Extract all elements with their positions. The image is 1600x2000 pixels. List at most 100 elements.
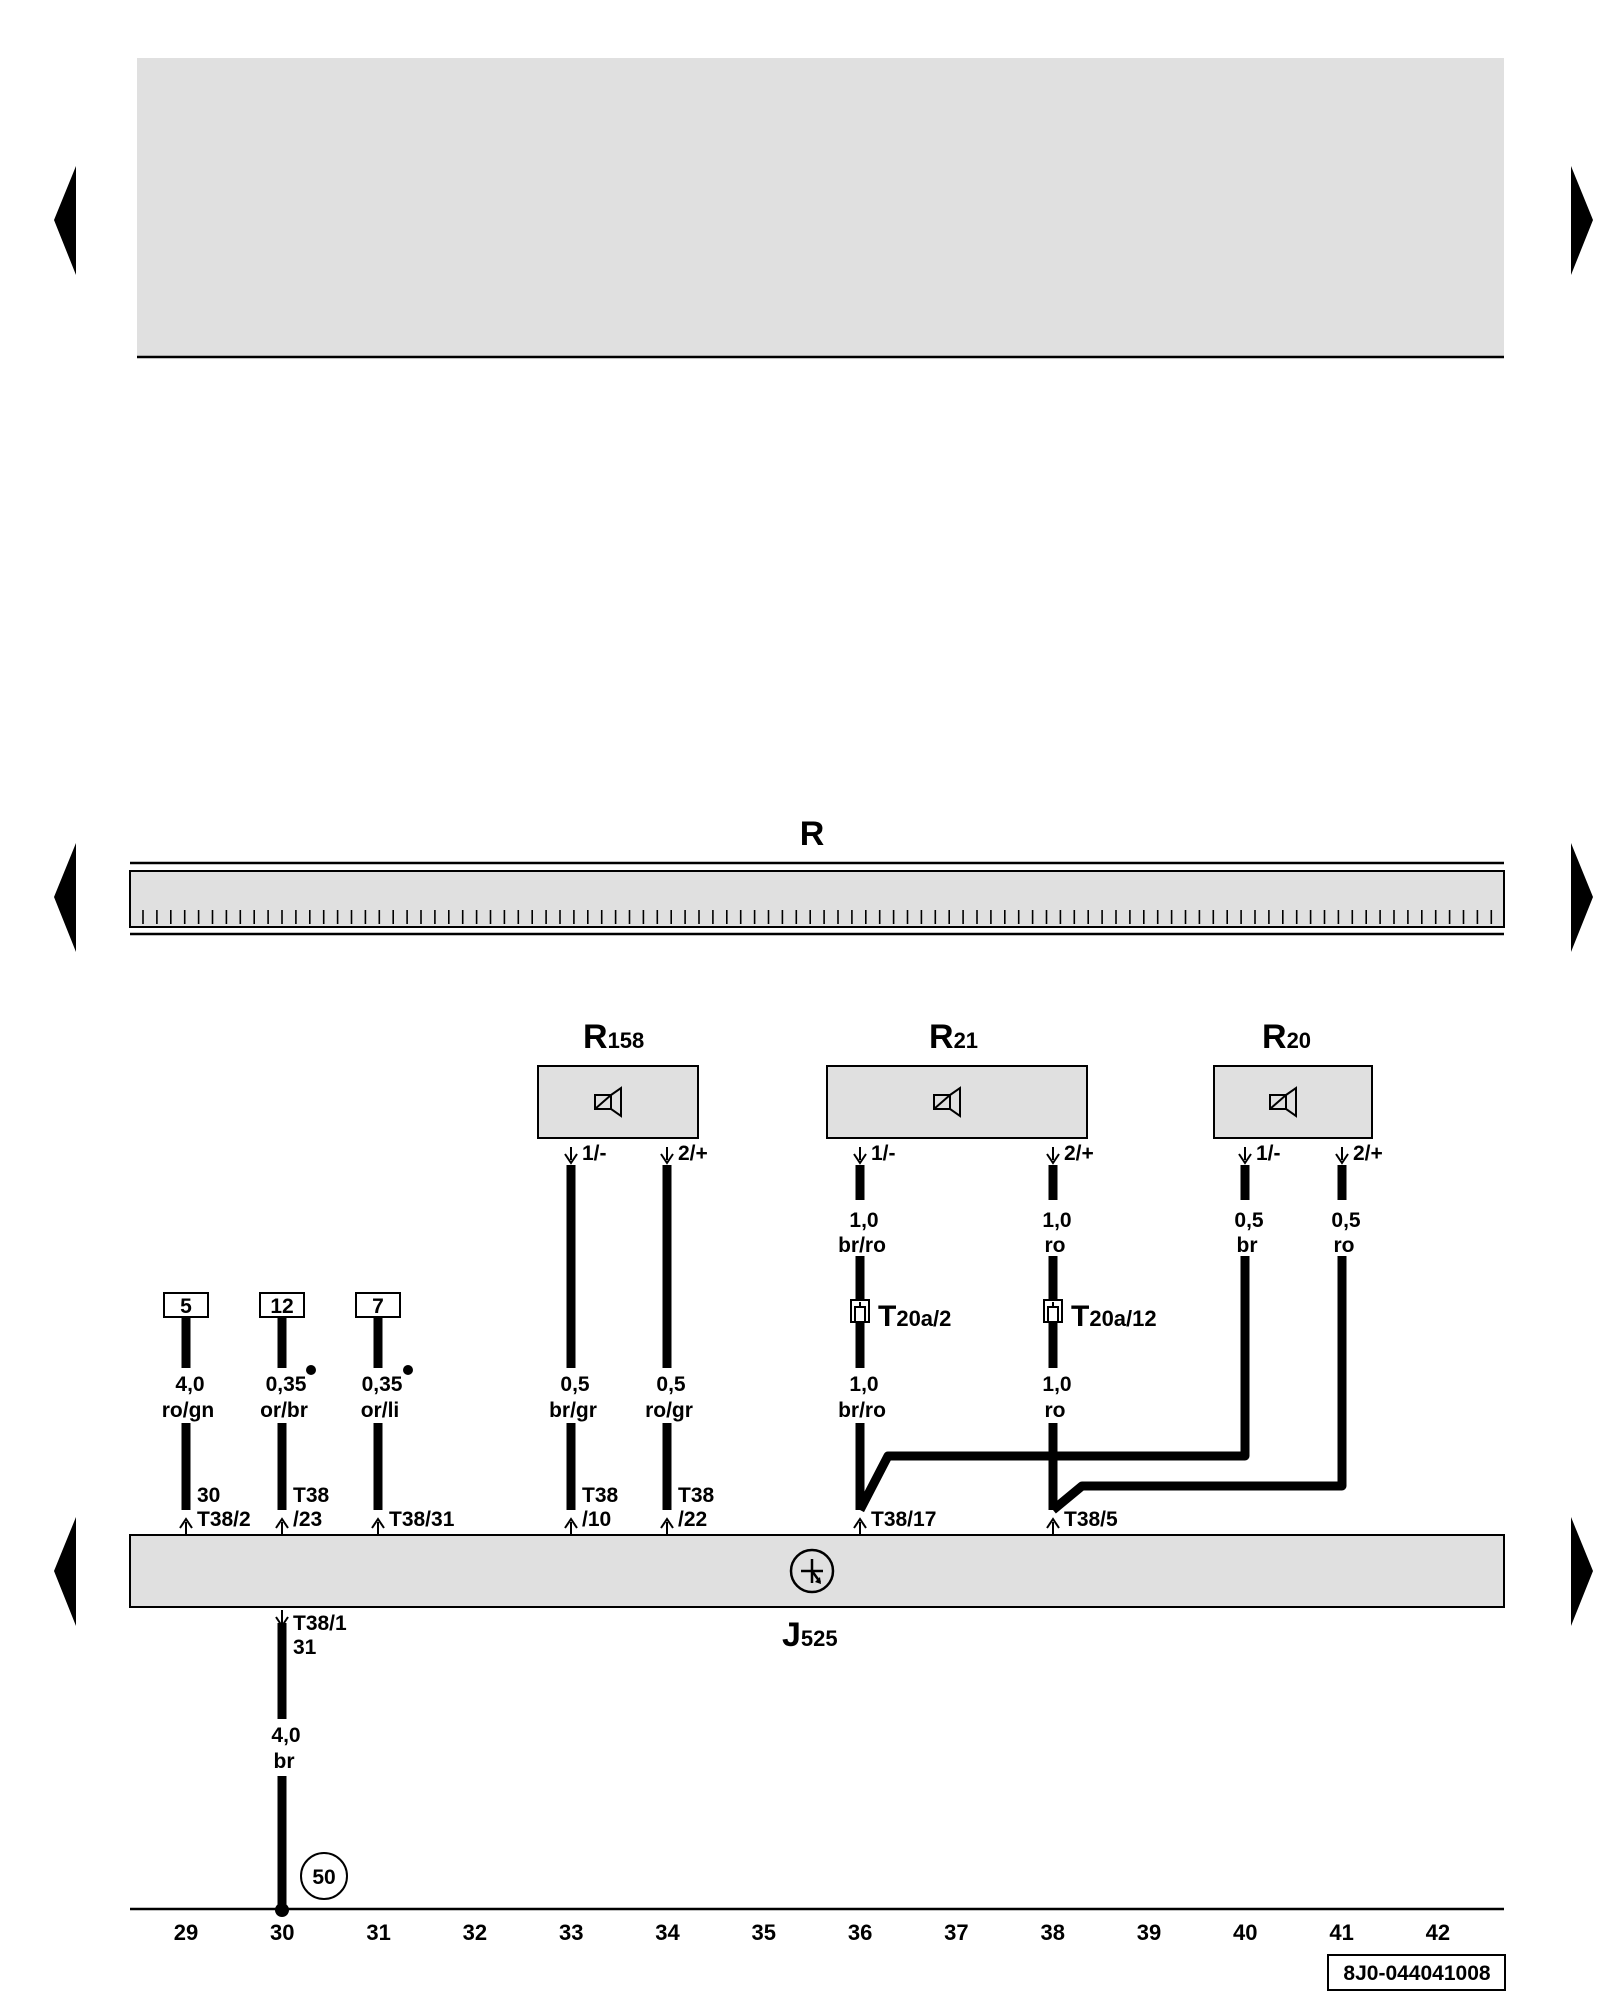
column-number: 41 xyxy=(1329,1920,1353,1945)
wire-36-color-bottom: br/ro xyxy=(838,1399,886,1422)
column-number: 40 xyxy=(1233,1920,1257,1945)
bus-ticks xyxy=(142,910,1493,924)
speaker-r21-pin1: 1/- xyxy=(871,1142,896,1165)
pin-38-label: T38/5 xyxy=(1064,1508,1118,1531)
column-number: 31 xyxy=(366,1920,390,1945)
column-number: 38 xyxy=(1040,1920,1064,1945)
speaker-r21-pin2: 2/+ xyxy=(1064,1142,1094,1165)
pin-33-label-a: T38 xyxy=(582,1484,619,1507)
column-number: 39 xyxy=(1137,1920,1161,1945)
column-number: 37 xyxy=(944,1920,968,1945)
bus-bar xyxy=(129,870,1505,928)
speaker-icon xyxy=(1269,1086,1297,1118)
wire-33-gauge: 0,5 xyxy=(560,1373,590,1396)
wire-36-gauge-top: 1,0 xyxy=(849,1209,878,1232)
connector-t20a-2-label: T20a/2 xyxy=(878,1300,951,1333)
speaker-r20-label: R20 xyxy=(1262,1018,1311,1056)
page-prev-arrow-bottom[interactable] xyxy=(54,1517,76,1626)
page-next-arrow-top[interactable] xyxy=(1571,166,1593,275)
wire-38-color-bottom: ro xyxy=(1045,1399,1066,1422)
pin-33-label-b: /10 xyxy=(582,1508,611,1531)
module-input-arrows xyxy=(179,1517,1060,1628)
wire-31-gauge: 0,35 xyxy=(362,1373,403,1396)
fuse-box-12-label: 12 xyxy=(270,1295,293,1318)
speaker-r158-pin2: 2/+ xyxy=(678,1142,708,1165)
wire-41-color: ro xyxy=(1334,1234,1355,1257)
wire-29-color: ro/gn xyxy=(162,1399,215,1422)
wire-29-gauge: 4,0 xyxy=(175,1373,204,1396)
speaker-r20-pin1: 1/- xyxy=(1256,1142,1281,1165)
wire-34-color: ro/gr xyxy=(645,1399,693,1422)
inline-connector-icon xyxy=(850,1299,870,1323)
speaker-r21-box xyxy=(826,1065,1088,1139)
pin-34-label-b: /22 xyxy=(678,1508,707,1531)
top-gray-panel xyxy=(137,58,1504,356)
connector-t20a-12-label: T20a/12 xyxy=(1071,1300,1157,1333)
inline-connector-icon xyxy=(1043,1299,1063,1323)
wire-30-gauge: 0,35 xyxy=(266,1373,307,1396)
page-prev-arrow-middle[interactable] xyxy=(54,843,76,952)
wire-33-color: br/gr xyxy=(549,1399,597,1422)
speaker-r21: R21 xyxy=(826,1018,1088,1139)
wire-34-gauge: 0,5 xyxy=(656,1373,686,1396)
ground-point-circle xyxy=(300,1852,348,1900)
pin-29-term: 30 xyxy=(197,1484,220,1507)
wire-40-gauge: 0,5 xyxy=(1234,1209,1264,1232)
pin-30-label-a: T38 xyxy=(293,1484,330,1507)
bus-label: R xyxy=(800,815,825,853)
pin-34-label-a: T38 xyxy=(678,1484,715,1507)
column-number: 34 xyxy=(655,1920,680,1945)
speaker-r20-pin2: 2/+ xyxy=(1353,1142,1383,1165)
speaker-pin-arrows xyxy=(564,1147,1349,1165)
fuse-box-5-label: 5 xyxy=(180,1295,192,1318)
column-numbers: 29 30 31 32 33 34 35 36 37 38 39 40 41 42 xyxy=(174,1920,1450,1945)
ground-point-label: 50 xyxy=(312,1866,335,1889)
processor-symbol-icon xyxy=(789,1548,835,1594)
speaker-icon xyxy=(933,1086,961,1118)
module-j525-label: J525 xyxy=(782,1616,838,1654)
speaker-r158: R158 xyxy=(537,1018,699,1139)
fuse-box-7 xyxy=(355,1292,401,1318)
column-number: 42 xyxy=(1426,1920,1450,1945)
wire-38-color-top: ro xyxy=(1045,1234,1066,1257)
speaker-r158-label: R158 xyxy=(583,1018,644,1056)
speaker-r21-label: R21 xyxy=(929,1018,978,1056)
doc-number: 8J0-044041008 xyxy=(1343,1962,1490,1985)
wire-36-color-top: br/ro xyxy=(838,1234,886,1257)
pin-29-label: T38/2 xyxy=(197,1508,251,1531)
wire-38-gauge-bottom: 1,0 xyxy=(1042,1373,1071,1396)
fuse-box-5 xyxy=(163,1292,209,1318)
ground-wire-color: br xyxy=(274,1750,295,1773)
wire-41-gauge: 0,5 xyxy=(1331,1209,1361,1232)
column-number: 35 xyxy=(752,1920,776,1945)
wire-36-gauge-bottom: 1,0 xyxy=(849,1373,878,1396)
wire-31-dot xyxy=(403,1365,413,1375)
pin-30-label-b: /23 xyxy=(293,1508,322,1531)
column-number: 36 xyxy=(848,1920,872,1945)
wire-30-dot xyxy=(306,1365,316,1375)
wire-segments xyxy=(181,1165,1347,1911)
wire-30-color: or/br xyxy=(260,1399,308,1422)
page-prev-arrow-top[interactable] xyxy=(54,166,76,275)
speaker-icon xyxy=(594,1086,622,1118)
column-number: 29 xyxy=(174,1920,198,1945)
column-number: 32 xyxy=(463,1920,487,1945)
ground-pin-label-b: 31 xyxy=(293,1636,317,1659)
pin-36-label: T38/17 xyxy=(871,1508,936,1531)
pin-31-label: T38/31 xyxy=(389,1508,455,1531)
wire-31-color: or/li xyxy=(361,1399,400,1422)
page-next-arrow-bottom[interactable] xyxy=(1571,1517,1593,1626)
ground-wire-gauge: 4,0 xyxy=(271,1724,300,1747)
wire-40-color: br xyxy=(1237,1234,1258,1257)
speaker-r20-box xyxy=(1213,1065,1373,1139)
speaker-r20: R20 xyxy=(1213,1018,1373,1139)
speaker-r158-box xyxy=(537,1065,699,1139)
fuse-box-7-label: 7 xyxy=(372,1295,384,1318)
column-number: 33 xyxy=(559,1920,583,1945)
column-number: 30 xyxy=(270,1920,294,1945)
page-next-arrow-middle[interactable] xyxy=(1571,843,1593,952)
speaker-r158-pin1: 1/- xyxy=(582,1142,607,1165)
wire-38-gauge-top: 1,0 xyxy=(1042,1209,1071,1232)
doc-number-box xyxy=(1327,1954,1506,1991)
